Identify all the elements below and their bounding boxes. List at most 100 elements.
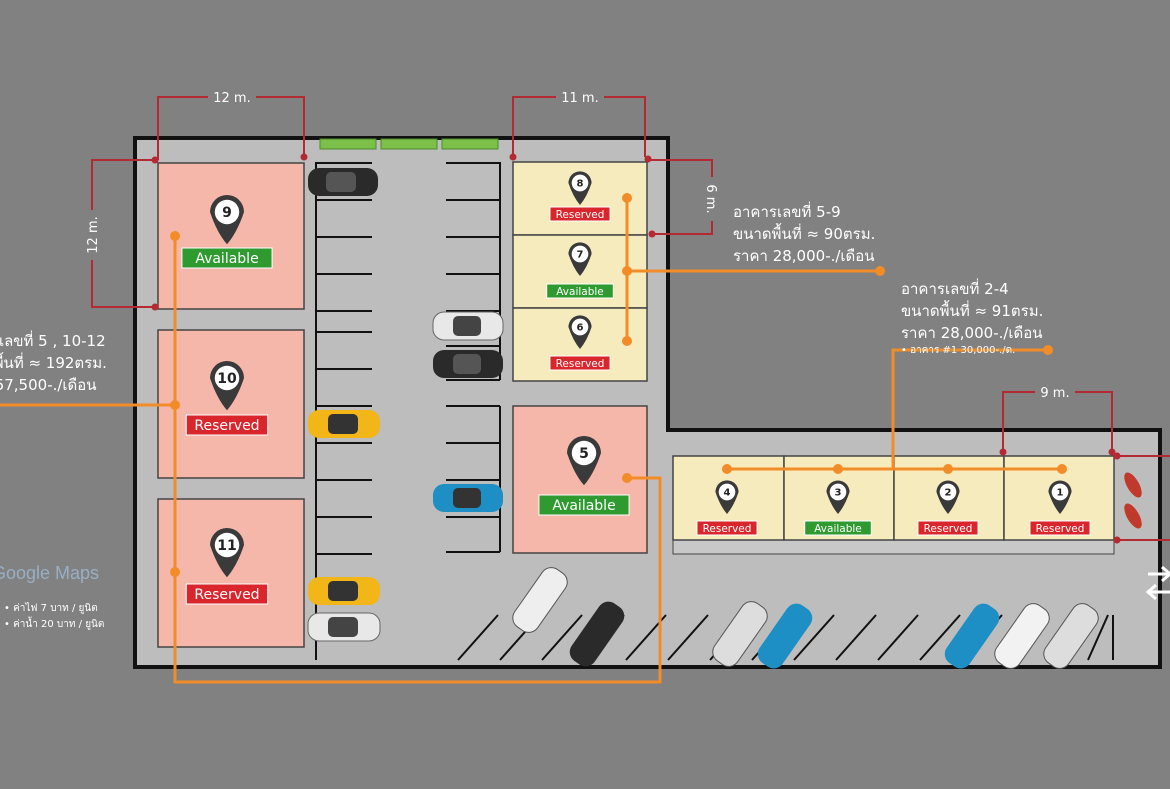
unit-number-label: 8 <box>577 179 584 190</box>
pin-center <box>571 440 597 466</box>
car-icon <box>712 601 768 667</box>
info-left-line1: อาคารเลขที่ 5 , 10-12 <box>0 332 106 350</box>
unit-number-label: 6 <box>577 323 584 334</box>
car-icon <box>433 350 503 378</box>
unit-row-base <box>672 539 1115 555</box>
pin-center <box>1051 483 1069 501</box>
car-icon <box>994 603 1050 669</box>
info-right-top-line1: อาคารเลขที่ 5-9 <box>733 203 841 221</box>
stall-lines-middle <box>446 162 501 553</box>
dim-top-middle-width: 11 m. <box>561 91 598 106</box>
stall-lines-left <box>315 162 372 660</box>
pin-center <box>939 483 957 501</box>
status-badge-label: Available <box>556 286 604 298</box>
unit-number-label: 4 <box>724 488 731 499</box>
info-right-mid-line1: อาคารเลขที่ 2-4 <box>901 280 1009 298</box>
info-right-top-line3: ราคา 28,000-./เดือน <box>733 247 875 265</box>
water-rate-note: • ค่าน้ำ 20 บาท / ยูนิต <box>4 619 105 630</box>
status-badge-bg <box>804 520 872 536</box>
dim-top-left-width: 12 m. <box>213 91 250 106</box>
status-badge-label: Available <box>195 251 258 267</box>
pin-center <box>571 318 589 336</box>
car-icon <box>757 603 813 669</box>
pin-center <box>718 483 736 501</box>
info-left: อาคารเลขที่ 5 , 10-12 ขนาดพื้นที่ ≈ 192ต… <box>0 330 107 396</box>
planter-icon <box>319 138 499 150</box>
route-lines <box>0 198 1062 684</box>
unit-markers: 9Available10Reserved11Reserved8Reserved7… <box>181 171 1091 605</box>
info-right-top-line2: ขนาดพื้นที่ ≈ 90ตรม. <box>733 225 876 243</box>
status-badge-bg <box>538 494 630 516</box>
status-badge-bg <box>696 520 758 536</box>
unit-number-label: 5 <box>579 446 589 462</box>
dim-right-depth: 6 m. <box>703 184 718 213</box>
parked-cars <box>307 168 1099 669</box>
pin-center <box>214 532 240 558</box>
status-badge-label: Reserved <box>194 418 259 434</box>
unit-number-label: 11 <box>217 538 236 554</box>
car-icon <box>308 577 380 605</box>
car-icon <box>944 603 1000 669</box>
status-badge-bg <box>917 520 979 536</box>
pin-center <box>829 483 847 501</box>
unit-number-label: 7 <box>577 250 584 261</box>
status-badge-bg <box>546 283 614 299</box>
info-right-mid: อาคารเลขที่ 2-4 ขนาดพื้นที่ ≈ 91ตรม. ราค… <box>901 278 1043 358</box>
status-badge-label: Reserved <box>703 523 752 535</box>
info-left-line3: ราคา 57,500-./เดือน <box>0 376 97 394</box>
unit-number-label: 3 <box>835 488 842 499</box>
status-badge-bg <box>549 355 611 371</box>
status-badge-bg <box>549 206 611 222</box>
car-icon <box>512 567 568 633</box>
car-icon <box>308 168 378 196</box>
two-way-arrow-icon <box>1145 565 1170 601</box>
status-badge-bg <box>185 414 269 436</box>
dim-left-height: 12 m. <box>86 216 101 253</box>
car-icon <box>432 311 504 341</box>
status-badge-label: Available <box>552 498 615 514</box>
info-right-mid-line4: • อาคาร #1 30,000-./ด. <box>901 345 1016 356</box>
status-badge-bg <box>1029 520 1091 536</box>
route-endpoints <box>170 193 1067 577</box>
info-left-line2: ขนาดพื้นที่ ≈ 192ตรม. <box>0 354 107 372</box>
info-right-mid-line3: ราคา 28,000-./เดือน <box>901 324 1043 342</box>
car-icon <box>1043 603 1099 669</box>
google-maps-watermark: Google Maps <box>0 563 100 583</box>
pin-center <box>571 174 589 192</box>
status-badge-bg <box>185 583 269 605</box>
dimension-endpoints <box>151 153 1121 544</box>
info-right-mid-line2: ขนาดพื้นที่ ≈ 91ตรม. <box>901 302 1044 320</box>
car-icon <box>307 612 381 642</box>
electric-rate-note: • ค่าไฟ 7 บาท / ยูนิต <box>4 603 98 614</box>
pin-center <box>214 199 240 225</box>
car-icon <box>569 601 625 667</box>
status-badge-label: Reserved <box>556 358 605 370</box>
unit-number-label: 9 <box>222 205 232 221</box>
motorcycle-icon <box>1124 472 1142 529</box>
status-badge-label: Available <box>814 523 862 535</box>
unit-11-area[interactable] <box>157 498 305 648</box>
car-icon <box>433 484 503 512</box>
pin-center <box>214 365 240 391</box>
status-badge-label: Reserved <box>194 587 259 603</box>
pin-center <box>571 245 589 263</box>
status-badge-label: Reserved <box>1036 523 1085 535</box>
dim-bottom-right-width: 9 m. <box>1040 386 1069 401</box>
status-badge-label: Reserved <box>924 523 973 535</box>
car-icon <box>308 410 380 438</box>
unit-number-label: 2 <box>945 488 952 499</box>
info-right-top: อาคารเลขที่ 5-9 ขนาดพื้นที่ ≈ 90ตรม. ราค… <box>733 201 875 267</box>
